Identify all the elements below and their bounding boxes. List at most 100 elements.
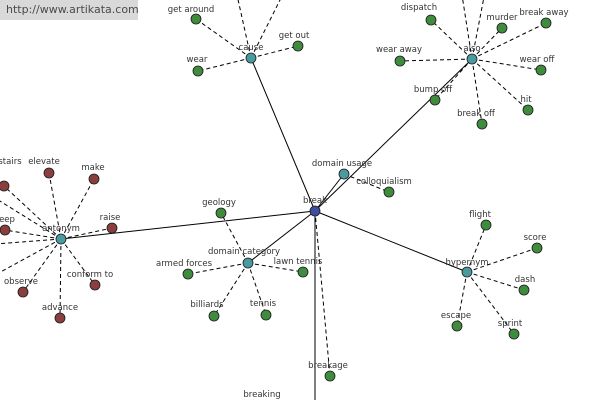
watermark-url[interactable]: http://www.artikata.com [0, 0, 139, 20]
node-wear-away[interactable] [394, 55, 406, 67]
label-conform-to[interactable]: conform to [67, 270, 113, 280]
label-colloquialism[interactable]: colloquialism [356, 177, 412, 187]
edge-break-cause [250, 57, 316, 212]
label-billiards[interactable]: billiards [190, 300, 224, 310]
label-armed-forces[interactable]: armed forces [156, 259, 213, 269]
label-wear-away[interactable]: wear away [376, 45, 422, 55]
node-lawn-tennis[interactable] [297, 266, 309, 278]
label-breaking[interactable]: breaking [243, 390, 280, 400]
node-cause[interactable] [245, 52, 257, 64]
edge-also-hit [471, 58, 529, 111]
node-murder[interactable] [496, 22, 508, 34]
edge-also-break-off [471, 58, 483, 125]
node-tennis[interactable] [260, 309, 272, 321]
label-get-around[interactable]: get around [168, 5, 215, 15]
label-score[interactable]: score [524, 233, 547, 243]
label-wear-off[interactable]: wear off [520, 55, 556, 65]
label-advance[interactable]: advance [42, 303, 78, 313]
label-get-out[interactable]: get out [279, 31, 310, 41]
graph-nodes [0, 13, 552, 382]
label-cause[interactable]: cause [239, 43, 264, 53]
node-billiards[interactable] [208, 310, 220, 322]
edge-stub-cause-0 [237, 0, 252, 59]
node-eep[interactable] [0, 224, 11, 236]
node-armed-forces[interactable] [182, 268, 194, 280]
node-advance[interactable] [54, 312, 66, 324]
edge-domain-category-lawn-tennis [247, 262, 304, 273]
node-dash[interactable] [518, 284, 530, 296]
label-break[interactable]: break [303, 196, 327, 206]
node-bump-off[interactable] [429, 94, 441, 106]
label-domain-category[interactable]: domain category [208, 247, 280, 257]
edge-also-bump-off [434, 58, 473, 101]
node-wear-off[interactable] [535, 64, 547, 76]
edge-also-murder [471, 27, 503, 60]
label-dispatch[interactable]: dispatch [401, 3, 437, 13]
label-hit[interactable]: hit [520, 95, 532, 105]
label-escape[interactable]: escape [441, 311, 471, 321]
node-sprint[interactable] [508, 328, 520, 340]
node-antonym[interactable] [55, 233, 67, 245]
edge-also-wear-away [399, 58, 473, 62]
label-make[interactable]: make [81, 163, 104, 173]
edge-stub-antonym-5 [0, 238, 62, 245]
node-stairs[interactable] [0, 180, 10, 192]
label-also[interactable]: also [463, 44, 480, 54]
label-observe[interactable]: observe [4, 277, 38, 287]
label-flight[interactable]: flight [469, 210, 491, 220]
label-wear[interactable]: wear [187, 55, 208, 65]
label-domain-usage[interactable]: domain usage [312, 159, 372, 169]
node-break-away[interactable] [540, 17, 552, 29]
node-flight[interactable] [480, 219, 492, 231]
label-breakage[interactable]: breakage [308, 361, 348, 371]
label-bump-off[interactable]: bump off [414, 85, 453, 95]
node-observe[interactable] [17, 286, 29, 298]
edge-hypernym-score [466, 247, 538, 273]
label-dash[interactable]: dash [515, 275, 535, 285]
label-hypernym[interactable]: hypernym [445, 258, 488, 268]
edge-hypernym-flight [466, 224, 487, 273]
label-eep[interactable]: eep [0, 215, 15, 225]
label-geology[interactable]: geology [202, 198, 236, 208]
edge-break-hypernym [314, 210, 468, 273]
label-break-away[interactable]: break away [519, 8, 568, 18]
edge-antonym-advance [59, 238, 62, 319]
node-wear[interactable] [192, 65, 204, 77]
node-get-out[interactable] [292, 40, 304, 52]
node-make[interactable] [88, 173, 100, 185]
node-dispatch[interactable] [425, 14, 437, 26]
edge-cause-wear [197, 57, 252, 72]
node-break[interactable] [309, 205, 321, 217]
node-score[interactable] [531, 242, 543, 254]
edge-also-dispatch [430, 19, 473, 60]
label-elevate[interactable]: elevate [28, 157, 60, 167]
node-hit[interactable] [522, 104, 534, 116]
node-domain-category[interactable] [242, 257, 254, 269]
label-tennis[interactable]: tennis [250, 299, 277, 309]
edge-stub-antonym-6 [0, 200, 62, 240]
edge-break-also [314, 58, 473, 212]
node-geology[interactable] [215, 207, 227, 219]
edge-stub-also-2 [462, 0, 473, 60]
edge-hypernym-dash [466, 271, 525, 291]
node-hypernym[interactable] [461, 266, 473, 278]
edge-break-domain-category [247, 210, 316, 264]
label-raise[interactable]: raise [100, 213, 121, 223]
node-domain-usage[interactable] [338, 168, 350, 180]
node-conform-to[interactable] [89, 279, 101, 291]
label-sprint[interactable]: sprint [498, 319, 523, 329]
label-break-off[interactable]: break off [457, 109, 496, 119]
node-breakage[interactable] [324, 370, 336, 382]
label-murder[interactable]: murder [486, 13, 518, 23]
node-raise[interactable] [106, 222, 118, 234]
node-elevate[interactable] [43, 167, 55, 179]
node-escape[interactable] [451, 320, 463, 332]
node-colloquialism[interactable] [383, 186, 395, 198]
label-lawn-tennis[interactable]: lawn tennis [274, 257, 323, 267]
node-break-off[interactable] [476, 118, 488, 130]
label-stairs[interactable]: stairs [0, 157, 22, 167]
label-antonym[interactable]: antonym [42, 224, 80, 234]
node-get-around[interactable] [190, 13, 202, 25]
node-also[interactable] [466, 53, 478, 65]
